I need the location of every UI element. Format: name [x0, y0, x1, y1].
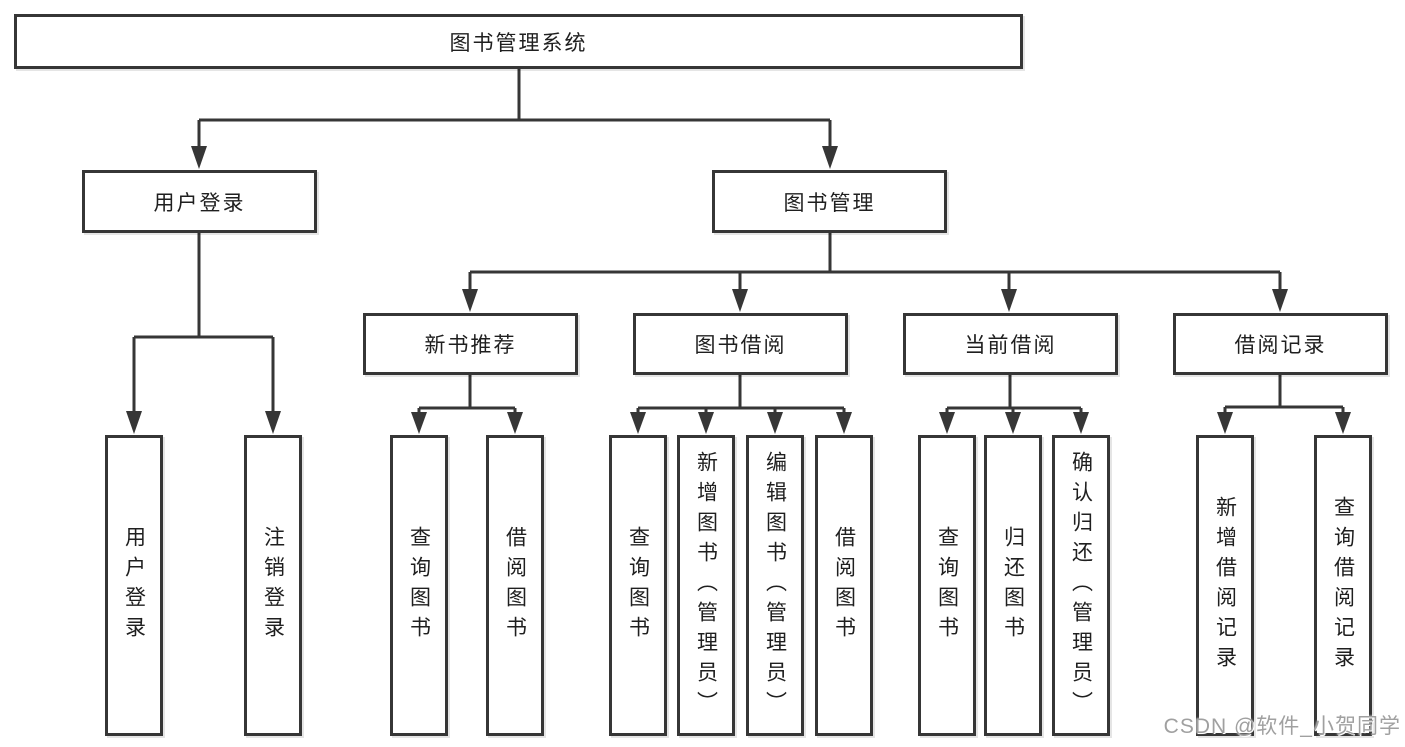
leaf-confirm-return-admin: 确认归还（管理员） [1052, 435, 1110, 736]
leaf-borrow-books: 借阅图书 [815, 435, 873, 736]
leaf-query-borrow-record-label: 查询借阅记录 [1331, 495, 1355, 676]
connectors-group-current [939, 375, 1089, 434]
leaf-query-borrow-record: 查询借阅记录 [1314, 435, 1372, 736]
leaf-recommend-borrow-books-label: 借阅图书 [503, 525, 527, 646]
connectors-level3 [462, 233, 1288, 312]
node-root: 图书管理系统 [14, 14, 1023, 69]
node-root-label: 图书管理系统 [449, 31, 588, 55]
node-book-management-label: 图书管理 [783, 191, 876, 215]
node-current-borrowing-label: 当前借阅 [964, 334, 1057, 357]
leaf-add-borrow-record: 新增借阅记录 [1196, 435, 1254, 736]
leaf-borrow-books-label: 借阅图书 [832, 525, 856, 646]
leaf-borrowing-query-books: 查询图书 [609, 435, 667, 736]
node-new-book-recommendation: 新书推荐 [363, 313, 578, 375]
leaf-return-books: 归还图书 [984, 435, 1042, 736]
leaf-user-login-label: 用户登录 [122, 525, 146, 646]
leaf-logout-label: 注销登录 [261, 525, 285, 646]
leaf-add-book-admin-label: 新增图书（管理员） [694, 450, 718, 721]
leaf-edit-book-admin: 编辑图书（管理员） [746, 435, 804, 736]
csdn-watermark: CSDN @软件_小贺同学 [1163, 715, 1401, 738]
leaf-logout: 注销登录 [244, 435, 302, 736]
node-book-borrowing: 图书借阅 [633, 313, 848, 375]
leaf-recommend-query-books-label: 查询图书 [407, 525, 431, 646]
leaf-current-query-books: 查询图书 [918, 435, 976, 736]
leaf-recommend-query-books: 查询图书 [390, 435, 448, 736]
node-current-borrowing: 当前借阅 [903, 313, 1118, 375]
leaf-user-login: 用户登录 [105, 435, 163, 736]
node-book-management: 图书管理 [712, 170, 947, 233]
connectors-group-records [1217, 375, 1351, 434]
leaf-recommend-borrow-books: 借阅图书 [486, 435, 544, 736]
connectors-user-login-children [126, 233, 281, 434]
node-borrowing-records: 借阅记录 [1173, 313, 1388, 375]
leaf-add-book-admin: 新增图书（管理员） [677, 435, 735, 736]
leaf-confirm-return-admin-label: 确认归还（管理员） [1069, 450, 1093, 721]
node-new-book-recommendation-label: 新书推荐 [424, 334, 517, 357]
node-borrowing-records-label: 借阅记录 [1234, 334, 1327, 357]
leaf-return-books-label: 归还图书 [1001, 525, 1025, 646]
node-user-login-label: 用户登录 [153, 191, 246, 215]
leaf-edit-book-admin-label: 编辑图书（管理员） [763, 450, 787, 721]
node-user-login: 用户登录 [82, 170, 317, 233]
connectors-level2 [191, 69, 838, 169]
leaf-borrowing-query-books-label: 查询图书 [626, 525, 650, 646]
leaf-current-query-books-label: 查询图书 [935, 525, 959, 646]
leaf-add-borrow-record-label: 新增借阅记录 [1213, 495, 1237, 676]
node-book-borrowing-label: 图书借阅 [694, 334, 787, 357]
connectors-group-recommendation [411, 375, 523, 434]
connectors-group-borrowing [630, 375, 852, 434]
